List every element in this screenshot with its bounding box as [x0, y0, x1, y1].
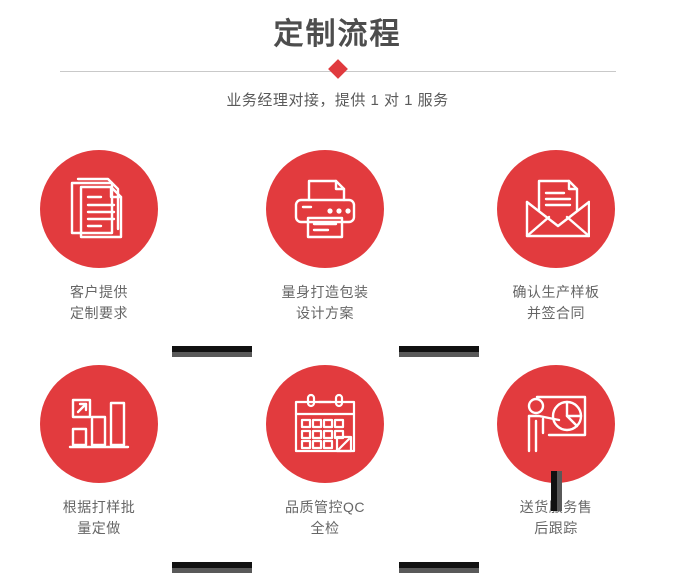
connector-1-2 [172, 346, 252, 357]
connector-dark-segment [399, 346, 479, 352]
connector-2-3 [399, 346, 479, 357]
process-step-3: 确认生产样板 并签合同 [471, 150, 641, 324]
step-6-icon-circle [497, 365, 615, 483]
connector-gray-segment [399, 568, 479, 573]
step-4-icon-circle [40, 365, 158, 483]
connector-gray-segment [172, 352, 252, 357]
step-3-icon-circle [497, 150, 615, 268]
step-2-icon-circle [266, 150, 384, 268]
connector-5-6 [399, 562, 479, 573]
step-2-label: 量身打造包装 设计方案 [281, 284, 369, 321]
process-step-5: 品质管控QC 全检 [240, 365, 410, 539]
calendar-grid-icon [292, 393, 358, 455]
connector-dark-segment [172, 346, 252, 352]
step-3-label: 确认生产样板 并签合同 [512, 284, 600, 321]
process-step-1: 客户提供 定制要求 [14, 150, 184, 324]
connector-gray-segment [399, 352, 479, 357]
step-4-label: 根据打样批 量定做 [62, 499, 136, 536]
red-diamond-icon [328, 59, 348, 79]
connector-gray-segment [557, 471, 562, 511]
documents-stack-icon [68, 177, 130, 241]
connector-gray-segment [172, 568, 252, 573]
printer-icon [292, 178, 358, 240]
presentation-person-pie-icon [523, 393, 589, 455]
bar-chart-arrow-icon [68, 395, 130, 453]
step-1-label: 客户提供 定制要求 [70, 284, 128, 321]
connector-dark-segment [551, 471, 557, 511]
connector-4-5 [172, 562, 252, 573]
process-step-4: 根据打样批 量定做 [14, 365, 184, 539]
step-5-label: 品质管控QC 全检 [285, 499, 365, 536]
process-steps: 客户提供 定制要求 [0, 140, 675, 573]
envelope-letter-icon [522, 178, 590, 240]
step-1-icon-circle [40, 150, 158, 268]
title-divider [60, 59, 616, 79]
process-step-2: 量身打造包装 设计方案 [240, 150, 410, 324]
page-title: 定制流程 [273, 18, 402, 51]
connector-3-6 [551, 471, 562, 511]
process-step-6: 送货服务售 后跟踪 [471, 365, 641, 539]
page-subtitle: 业务经理对接，提供 1 对 1 服务 [226, 92, 449, 109]
header-section: 定制流程 业务经理对接，提供 1 对 1 服务 [0, 0, 675, 130]
calendar-icon [266, 365, 384, 483]
